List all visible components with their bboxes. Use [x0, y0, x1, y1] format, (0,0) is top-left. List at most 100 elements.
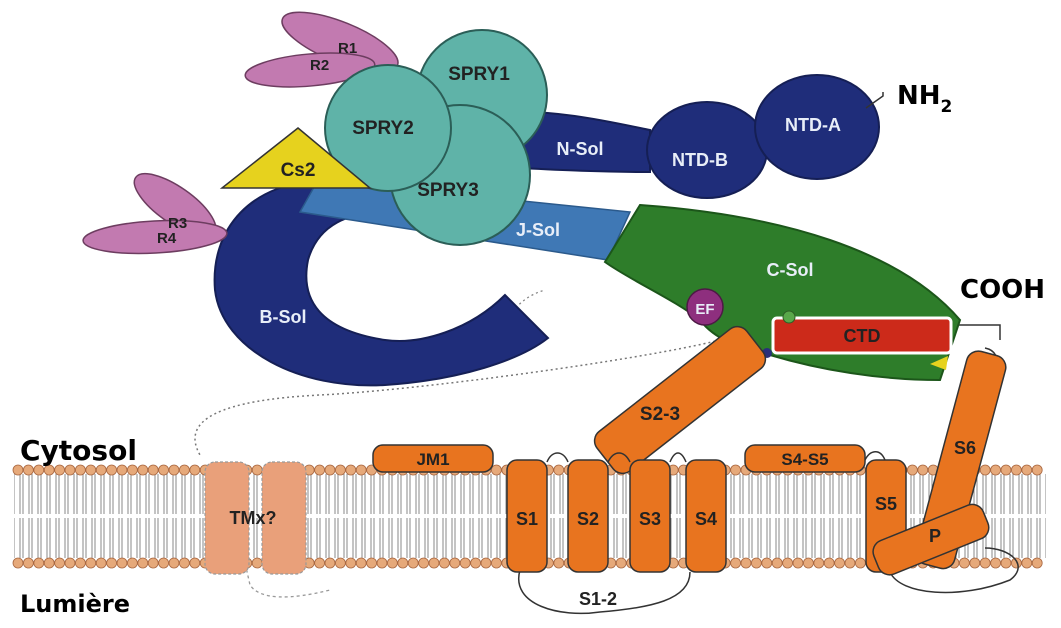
lipid-head [325, 465, 335, 475]
s1-label: S1 [516, 509, 538, 529]
lipid-head [138, 558, 148, 568]
cs2-label: Cs2 [281, 160, 316, 181]
lipid-head [439, 558, 449, 568]
lipid-head [398, 558, 408, 568]
r2-label: R2 [310, 57, 329, 74]
lipid-head [169, 558, 179, 568]
s3-label: S3 [639, 509, 661, 529]
s5-label: S5 [875, 494, 897, 514]
lipid-head [1001, 558, 1011, 568]
lipid-head [346, 558, 356, 568]
lipid-head [346, 465, 356, 475]
ctd-label: CTD [844, 326, 881, 346]
lipid-head [356, 465, 366, 475]
lipid-head [138, 465, 148, 475]
jm1-label: JM1 [416, 450, 449, 469]
lipid-head [429, 558, 439, 568]
helix-loop [547, 453, 568, 462]
lipid-head [741, 558, 751, 568]
r4-petal [82, 217, 227, 256]
lipid-head [190, 558, 200, 568]
s23-label: S2-3 [640, 404, 680, 425]
r4-label: R4 [157, 230, 177, 247]
lipid-head [491, 465, 501, 475]
lipid-head [959, 558, 969, 568]
lipid-head [762, 558, 772, 568]
lipid-head [252, 465, 262, 475]
lipid-head [356, 558, 366, 568]
r1-label: R1 [338, 40, 357, 57]
lipid-head [491, 558, 501, 568]
s4s5-label: S4-S5 [781, 450, 828, 469]
lipid-head [117, 558, 127, 568]
bsol-label: B-Sol [260, 307, 307, 327]
lipid-head [13, 558, 23, 568]
lipid-head [159, 465, 169, 475]
lipid-head [751, 558, 761, 568]
lipid-head [419, 558, 429, 568]
lipid-head [1011, 558, 1021, 568]
lipid-head [107, 558, 117, 568]
tmx-label: TMx? [230, 508, 277, 528]
lipid-head [315, 465, 325, 475]
cooh-label: COOH [960, 275, 1045, 305]
s12-label: S1-2 [579, 589, 617, 609]
lipid-head [471, 558, 481, 568]
lipid-head [814, 558, 824, 568]
helix-loop [865, 452, 885, 460]
spry1-label: SPRY1 [448, 64, 510, 85]
lipid-head [460, 558, 470, 568]
lipid-head [450, 558, 460, 568]
spry2-label: SPRY2 [352, 118, 414, 139]
nsol-label: N-Sol [557, 139, 604, 159]
lipid-head [44, 558, 54, 568]
lipid-head [731, 558, 741, 568]
p-label: P [929, 526, 941, 546]
s2-3-helix [590, 322, 771, 478]
ctd-dot [783, 311, 795, 323]
lipid-head [554, 558, 564, 568]
lipid-head [75, 558, 85, 568]
lipid-head [86, 558, 96, 568]
lipid-head [169, 465, 179, 475]
lipid-head [793, 558, 803, 568]
lipid-head [918, 465, 928, 475]
helix-loop [670, 453, 686, 462]
lipid-head [980, 465, 990, 475]
lipid-head [179, 558, 189, 568]
nh2-label: NH2 [897, 81, 952, 117]
lipid-head [1022, 465, 1032, 475]
s4-label: S4 [695, 509, 717, 529]
s2-label: S2 [577, 509, 599, 529]
cytosol-label: Cytosol [20, 434, 137, 467]
lipid-head [980, 558, 990, 568]
lipid-head [991, 465, 1001, 475]
lipid-head [325, 558, 335, 568]
lipid-head [148, 558, 158, 568]
lipid-head [335, 558, 345, 568]
lipid-head [65, 558, 75, 568]
lipid-head [824, 558, 834, 568]
spry3-label: SPRY3 [417, 180, 479, 201]
ef-label: EF [695, 301, 714, 318]
lipid-head [970, 558, 980, 568]
lipid-head [554, 465, 564, 475]
lipid-head [34, 558, 44, 568]
jsol-label: J-Sol [516, 220, 560, 240]
lipid-head [845, 558, 855, 568]
lipid-head [252, 558, 262, 568]
lipid-head [408, 558, 418, 568]
lipid-head [55, 558, 65, 568]
lipid-head [96, 558, 106, 568]
lipid-head [1001, 465, 1011, 475]
lipid-head [731, 465, 741, 475]
lipid-head [23, 558, 33, 568]
lipid-head [148, 465, 158, 475]
lipid-head [991, 558, 1001, 568]
lipid-head [367, 558, 377, 568]
lipid-head [377, 558, 387, 568]
lipid-head [1032, 465, 1042, 475]
lipid-head [335, 465, 345, 475]
lipid-head [783, 558, 793, 568]
